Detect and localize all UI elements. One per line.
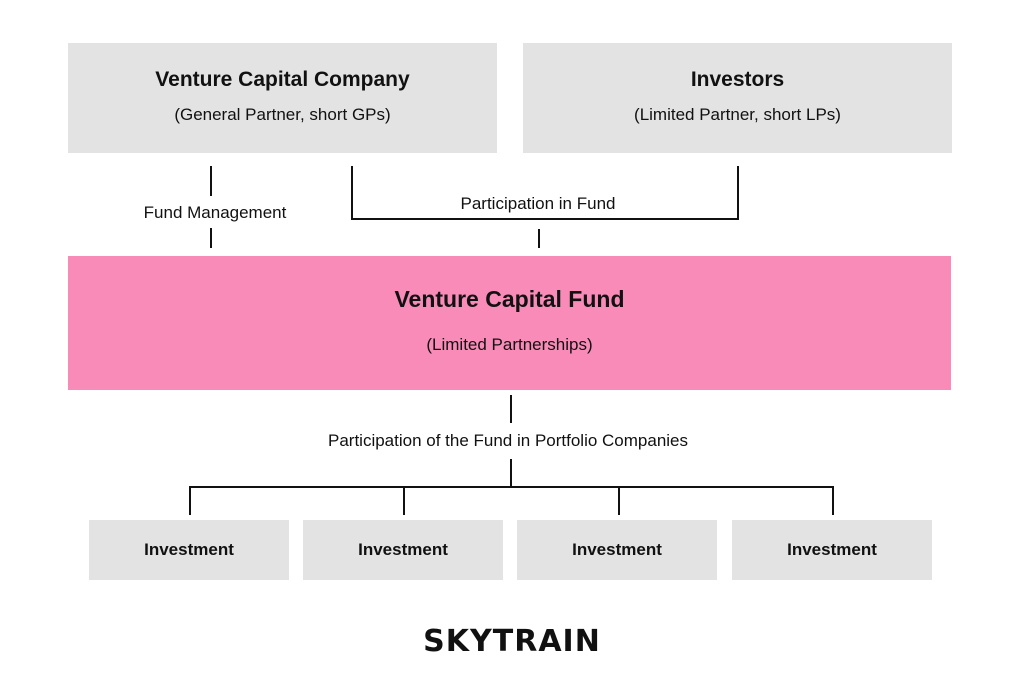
investment-label: Investment: [144, 540, 234, 559]
fund-management-label: Fund Management: [143, 203, 287, 222]
investment-box-2: Investment: [303, 520, 503, 580]
investment-box-4: Investment: [732, 520, 932, 580]
portfolio-branch-3: [618, 486, 620, 515]
participation-bracket-stem: [538, 229, 540, 248]
participation-bracket-right: [737, 166, 739, 220]
investment-box-1: Investment: [89, 520, 289, 580]
portfolio-branch-4: [832, 486, 834, 515]
participation-bracket-left: [351, 166, 353, 220]
investment-label: Investment: [358, 540, 448, 559]
fund-title: Venture Capital Fund: [394, 285, 625, 312]
investment-box-3: Investment: [517, 520, 717, 580]
participation-bracket-bottom: [351, 218, 739, 220]
portfolio-participation-label: Participation of the Fund in Portfolio C…: [327, 431, 689, 450]
venture-capital-fund-box: Venture Capital Fund (Limited Partnershi…: [68, 256, 951, 390]
vc-company-subtitle: (General Partner, short GPs): [174, 104, 391, 124]
skytrain-logo: SKYTRAIN: [423, 624, 601, 659]
investors-box: Investors (Limited Partner, short LPs): [523, 43, 952, 153]
portfolio-line-stem: [510, 459, 512, 488]
fund-management-line-top: [210, 166, 212, 196]
participation-in-fund-label: Participation in Fund: [460, 194, 616, 213]
fund-subtitle: (Limited Partnerships): [426, 334, 593, 354]
portfolio-branch-horizontal: [189, 486, 834, 488]
investment-label: Investment: [572, 540, 662, 559]
portfolio-line-top: [510, 395, 512, 423]
fund-management-line-bottom: [210, 228, 212, 248]
venture-capital-company-box: Venture Capital Company (General Partner…: [68, 43, 497, 153]
portfolio-branch-1: [189, 486, 191, 515]
vc-company-title: Venture Capital Company: [155, 67, 410, 91]
investors-subtitle: (Limited Partner, short LPs): [634, 104, 841, 124]
portfolio-branch-2: [403, 486, 405, 515]
investment-label: Investment: [787, 540, 877, 559]
investors-title: Investors: [690, 67, 785, 91]
